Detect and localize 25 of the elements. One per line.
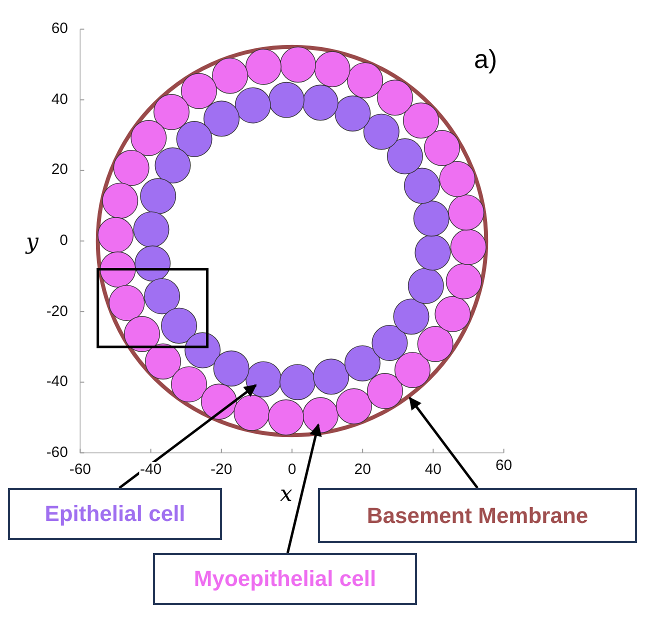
- tick-label: -40: [45, 374, 69, 390]
- callout-label: Myoepithelial cell: [153, 553, 417, 605]
- cell-circle: [302, 397, 339, 434]
- tick-label: 0: [286, 462, 298, 477]
- arrow: [408, 396, 478, 489]
- tick-label: -20: [210, 462, 234, 477]
- arrow: [118, 384, 257, 489]
- callout-label: Basement Membrane: [318, 488, 637, 543]
- tick-label: 20: [50, 162, 69, 178]
- tick-label: 40: [50, 92, 69, 107]
- tick-label: 60: [494, 458, 514, 473]
- cell-circle: [246, 361, 282, 398]
- axis-label: x: [280, 484, 292, 506]
- callout-label: Epithelial cell: [8, 488, 222, 540]
- tick-label: -40: [138, 462, 163, 477]
- tick-label: -60: [68, 462, 92, 477]
- tick-label: 0: [58, 233, 69, 248]
- tick-label: -20: [45, 304, 69, 319]
- tick-label: 60: [50, 21, 69, 36]
- axis-label: y: [26, 232, 38, 254]
- tick-label: 40: [424, 462, 443, 477]
- panel-label: a): [474, 46, 498, 72]
- tick-label: -60: [45, 444, 69, 460]
- tick-label: 20: [353, 462, 372, 477]
- arrow: [286, 423, 322, 554]
